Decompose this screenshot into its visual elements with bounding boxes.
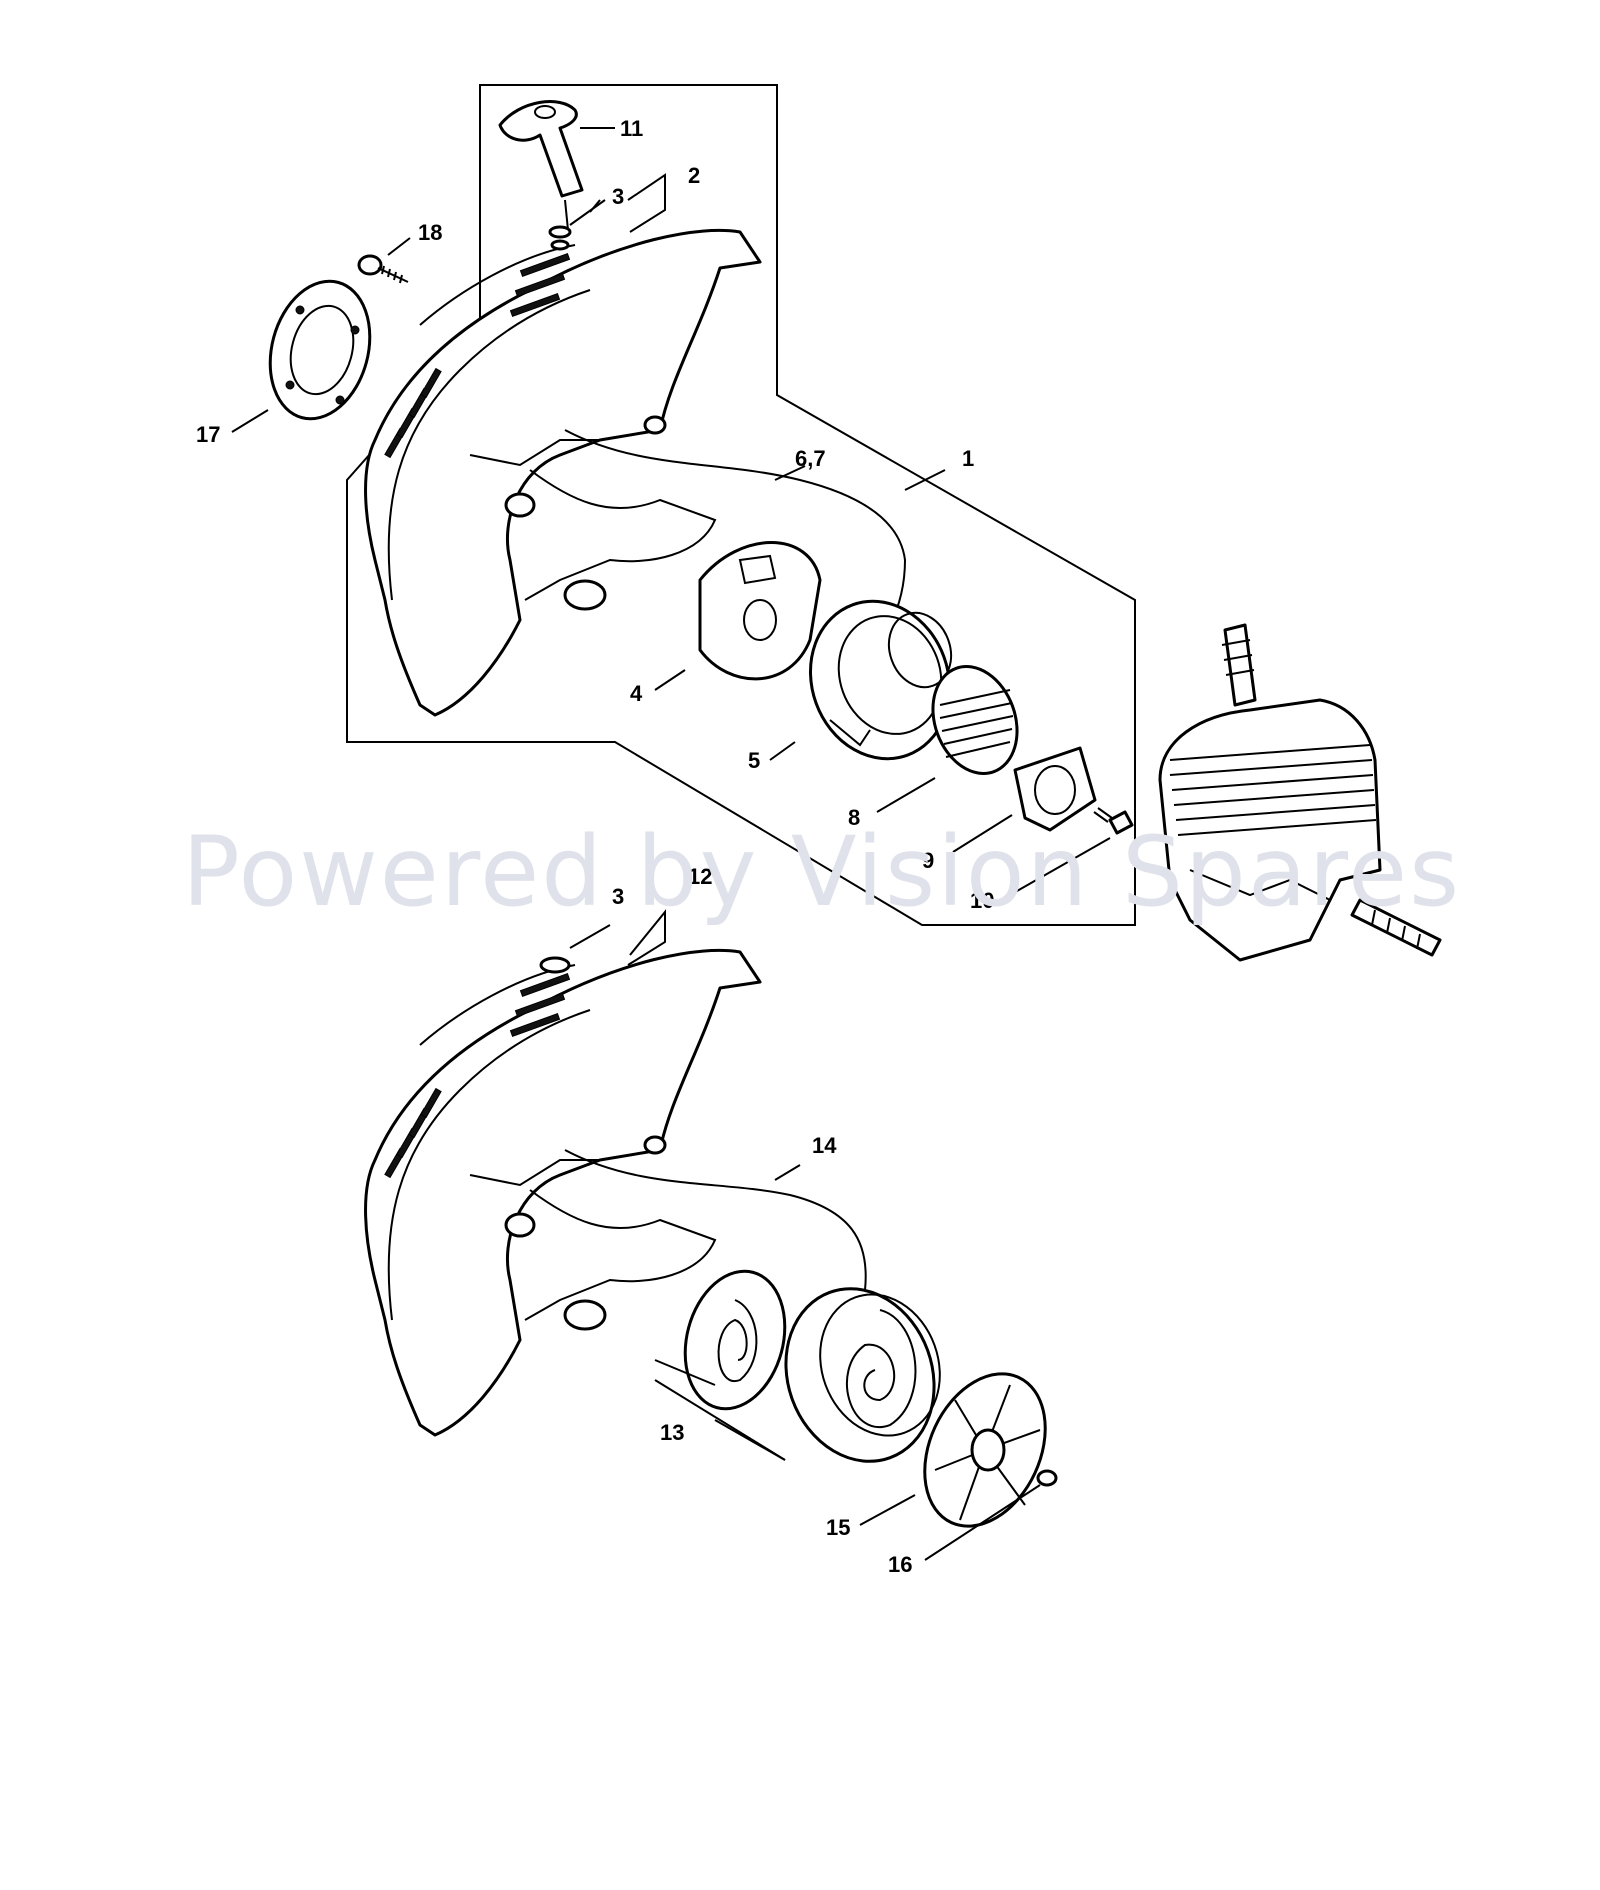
- washer-plate: [268, 279, 372, 421]
- spring-coil: [683, 1269, 787, 1411]
- pawl-carrier: [1013, 746, 1097, 832]
- housing-vent-slots: [384, 252, 571, 459]
- callout-9: 9: [922, 848, 934, 873]
- screw-18: [357, 254, 409, 284]
- callout-16: 16: [888, 1552, 912, 1577]
- starter-grip: [498, 100, 584, 251]
- callout-13: 13: [660, 1420, 684, 1445]
- rewind-spring: [931, 665, 1019, 775]
- screw-10: [1093, 807, 1134, 835]
- callout-12: 12: [688, 864, 712, 889]
- rope-rotor-with-spring: [784, 1287, 941, 1463]
- callout-8: 8: [848, 805, 860, 830]
- leader-lines: [231, 127, 1111, 1561]
- callout-3-upper: 3: [612, 184, 624, 209]
- fan-housing-lower: [364, 948, 762, 1437]
- callout-14: 14: [812, 1133, 837, 1158]
- callout-5: 5: [748, 748, 760, 773]
- callout-11: 11: [620, 116, 643, 141]
- rope-bushing-lower: [539, 956, 571, 974]
- retaining-washer: [1036, 1469, 1058, 1487]
- callout-2: 2: [688, 163, 700, 188]
- fan-housing-upper: [364, 228, 762, 717]
- callout-3-lower: 3: [612, 884, 624, 909]
- callout-18: 18: [418, 220, 442, 245]
- callout-17: 17: [196, 422, 220, 447]
- callout-6-7: 6,7: [795, 446, 826, 471]
- callout-15: 15: [826, 1515, 850, 1540]
- watermark: Powered by Vision Spares: [182, 816, 1461, 928]
- engine-cylinder: [1158, 623, 1442, 962]
- ratchet-disc: [698, 541, 822, 681]
- callout-4: 4: [630, 681, 643, 706]
- cover-disc: [923, 1372, 1047, 1528]
- callout-1: 1: [962, 446, 974, 471]
- rope-rotor: [808, 599, 953, 761]
- housing-vent-slots-lower: [384, 972, 571, 1179]
- callout-10: 10: [970, 888, 994, 913]
